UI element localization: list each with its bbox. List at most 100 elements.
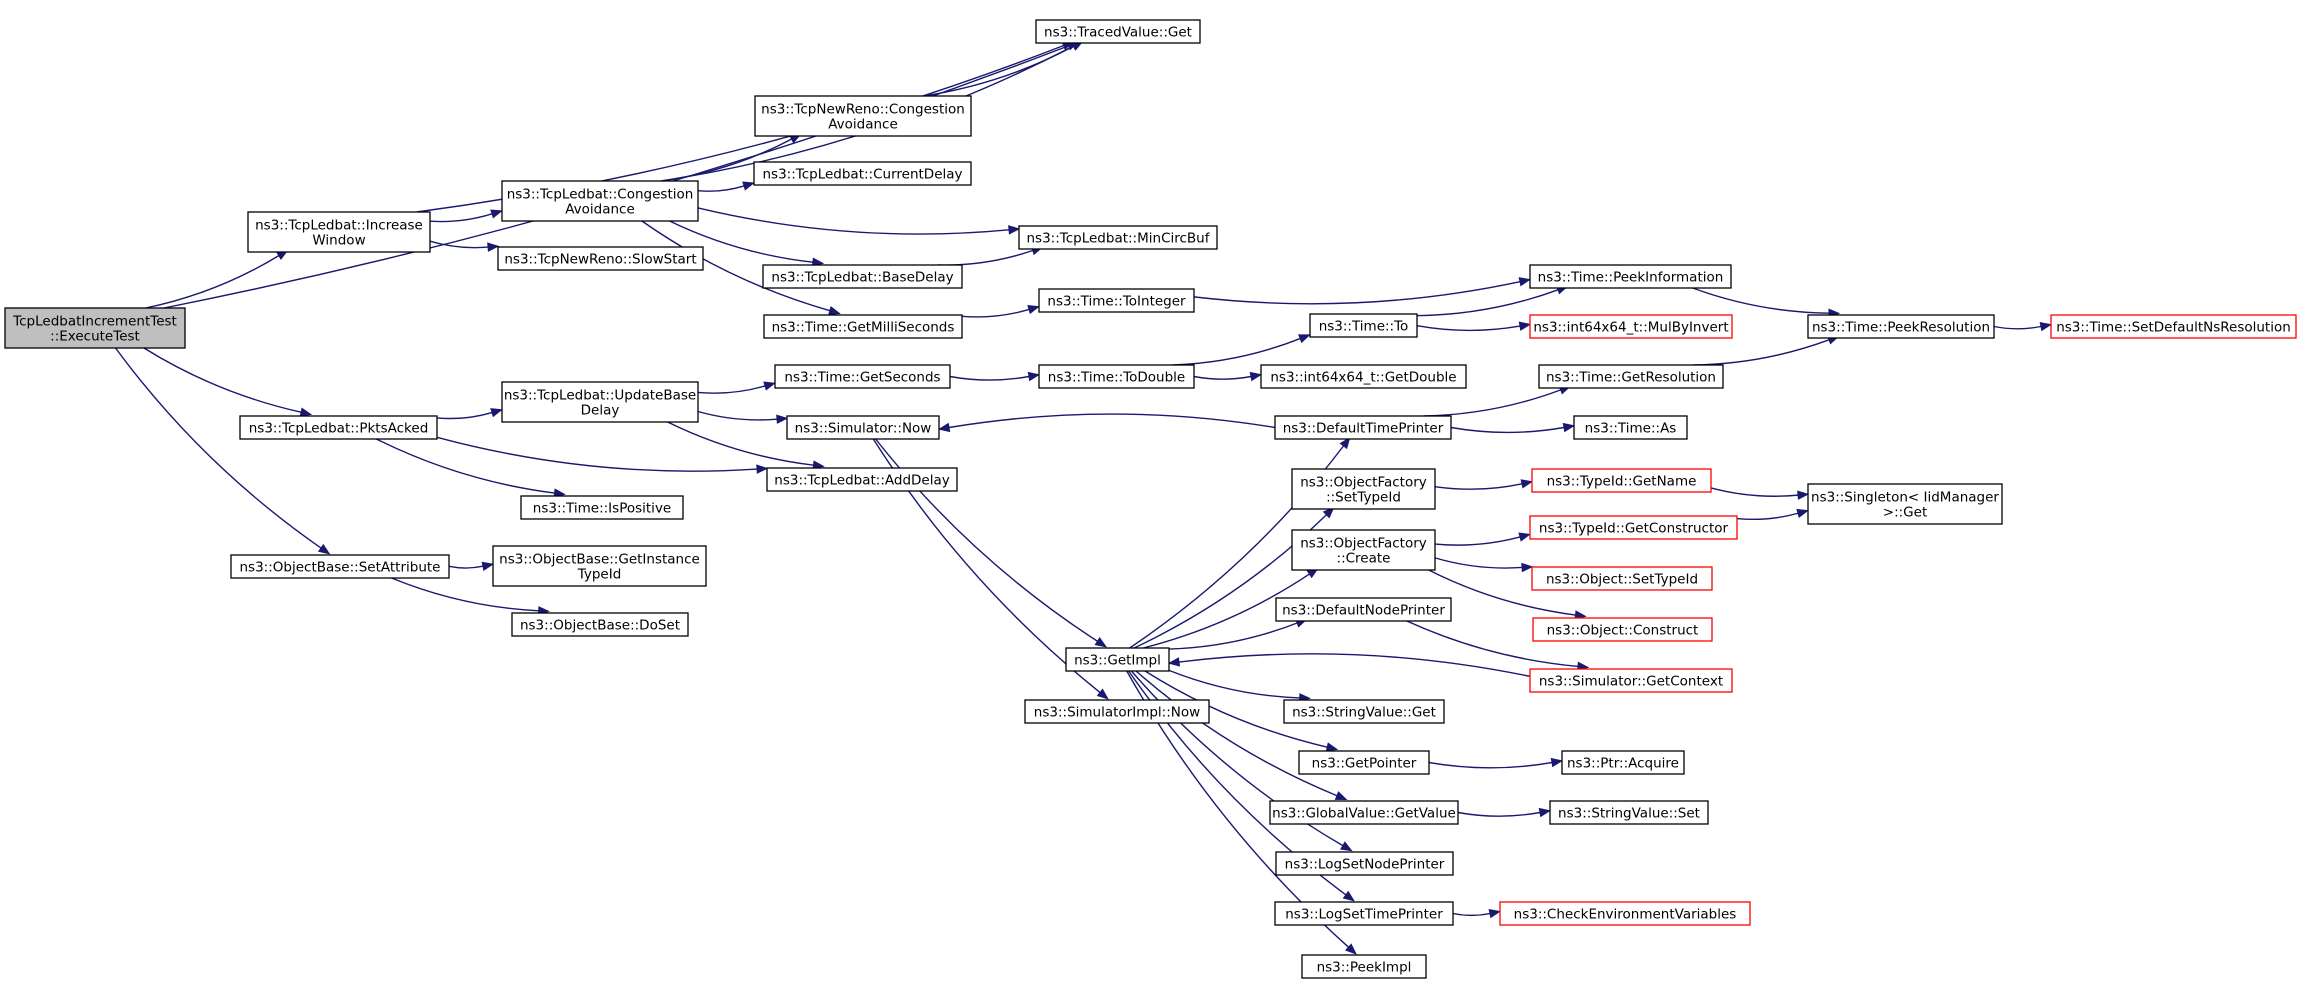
node-mulbyinv[interactable]: ns3::int64x64_t::MulByInvert bbox=[1529, 314, 1733, 339]
node-objsettype[interactable]: ns3::Object::SetTypeId bbox=[1531, 566, 1713, 591]
node-box-peekimpl[interactable] bbox=[1301, 954, 1427, 979]
node-box-mulbyinv[interactable] bbox=[1529, 314, 1733, 339]
node-adddelay[interactable]: ns3::TcpLedbat::AddDelay bbox=[766, 467, 958, 492]
node-box-pktsacked[interactable] bbox=[239, 415, 438, 440]
node-box-root[interactable] bbox=[4, 307, 186, 349]
node-doset[interactable]: ns3::ObjectBase::DoSet bbox=[511, 612, 689, 637]
node-ispos[interactable]: ns3::Time::IsPositive bbox=[520, 495, 684, 520]
node-box-doset[interactable] bbox=[511, 612, 689, 637]
node-gvgetvalue[interactable]: ns3::GlobalValue::GetValue bbox=[1269, 800, 1459, 825]
node-box-deftimepr[interactable] bbox=[1274, 415, 1452, 440]
node-setdefns[interactable]: ns3::Time::SetDefaultNsResolution bbox=[2050, 314, 2297, 339]
node-box-typegetctor[interactable] bbox=[1529, 515, 1738, 540]
node-box-toint[interactable] bbox=[1038, 288, 1195, 313]
node-ptracquire[interactable]: ns3::Ptr::Acquire bbox=[1561, 750, 1685, 775]
node-strget[interactable]: ns3::StringValue::Get bbox=[1283, 699, 1445, 724]
node-box-todouble[interactable] bbox=[1038, 364, 1195, 389]
node-box-mincirc[interactable] bbox=[1018, 225, 1218, 250]
node-box-gvgetvalue[interactable] bbox=[1269, 800, 1459, 825]
node-todouble[interactable]: ns3::Time::ToDouble bbox=[1038, 364, 1195, 389]
node-box-simnow[interactable] bbox=[786, 415, 940, 440]
node-checkenv[interactable]: ns3::CheckEnvironmentVariables bbox=[1499, 901, 1751, 926]
node-box-defnodepr[interactable] bbox=[1275, 597, 1452, 622]
node-peekimpl[interactable]: ns3::PeekImpl bbox=[1301, 954, 1427, 979]
node-box-ptracquire[interactable] bbox=[1561, 750, 1685, 775]
node-setattr[interactable]: ns3::ObjectBase::SetAttribute bbox=[230, 554, 450, 579]
node-curdelay[interactable]: ns3::TcpLedbat::CurrentDelay bbox=[753, 161, 972, 186]
node-box-getms[interactable] bbox=[763, 314, 963, 339]
node-box-tracedget[interactable] bbox=[1035, 19, 1201, 44]
node-box-curdelay[interactable] bbox=[753, 161, 972, 186]
node-simnow[interactable]: ns3::Simulator::Now bbox=[786, 415, 940, 440]
node-box-ofsettype[interactable] bbox=[1291, 468, 1436, 510]
node-box-incwin[interactable] bbox=[247, 211, 431, 253]
node-box-timeto[interactable] bbox=[1309, 313, 1418, 338]
node-box-peekinfo[interactable] bbox=[1529, 264, 1732, 289]
node-getms[interactable]: ns3::Time::GetMilliSeconds bbox=[763, 314, 963, 339]
node-getdouble[interactable]: ns3::int64x64_t::GetDouble bbox=[1260, 364, 1467, 389]
node-peekinfo[interactable]: ns3::Time::PeekInformation bbox=[1529, 264, 1732, 289]
node-box-timeas[interactable] bbox=[1573, 415, 1688, 440]
node-box-objsettype[interactable] bbox=[1531, 566, 1713, 591]
node-box-getpointer[interactable] bbox=[1298, 750, 1430, 775]
node-box-strget[interactable] bbox=[1283, 699, 1445, 724]
node-box-ofcreate[interactable] bbox=[1291, 529, 1436, 571]
node-box-newrenoca[interactable] bbox=[754, 95, 972, 137]
node-getres[interactable]: ns3::Time::GetResolution bbox=[1538, 364, 1724, 389]
node-timeas[interactable]: ns3::Time::As bbox=[1573, 415, 1688, 440]
node-box-peekres[interactable] bbox=[1807, 314, 1995, 339]
node-box-objconstruct[interactable] bbox=[1532, 617, 1713, 642]
node-box-logsettime[interactable] bbox=[1274, 901, 1454, 926]
node-box-getimpl[interactable] bbox=[1065, 647, 1170, 672]
node-box-ledbatca[interactable] bbox=[501, 180, 699, 222]
node-box-singleton[interactable] bbox=[1807, 483, 2003, 525]
node-root[interactable]: TcpLedbatIncrementTest::ExecuteTest bbox=[4, 307, 186, 349]
node-singleton[interactable]: ns3::Singleton< IidManager >::Get bbox=[1807, 483, 2003, 525]
node-ofcreate[interactable]: ns3::ObjectFactory::Create bbox=[1291, 529, 1436, 571]
node-getsec[interactable]: ns3::Time::GetSeconds bbox=[774, 364, 951, 389]
node-box-setdefns[interactable] bbox=[2050, 314, 2297, 339]
node-box-simimplnow[interactable] bbox=[1024, 699, 1210, 724]
node-box-getdouble[interactable] bbox=[1260, 364, 1467, 389]
node-pktsacked[interactable]: ns3::TcpLedbat::PktsAcked bbox=[239, 415, 438, 440]
node-box-logsetnode[interactable] bbox=[1275, 851, 1454, 876]
node-timeto[interactable]: ns3::Time::To bbox=[1309, 313, 1418, 338]
node-typegetctor[interactable]: ns3::TypeId::GetConstructor bbox=[1529, 515, 1738, 540]
node-box-getinst[interactable] bbox=[492, 545, 707, 587]
node-box-updbase[interactable] bbox=[501, 381, 699, 423]
node-basedelay[interactable]: ns3::TcpLedbat::BaseDelay bbox=[762, 264, 963, 289]
node-mincirc[interactable]: ns3::TcpLedbat::MinCircBuf bbox=[1018, 225, 1218, 250]
node-box-setattr[interactable] bbox=[230, 554, 450, 579]
node-box-checkenv[interactable] bbox=[1499, 901, 1751, 926]
node-getimpl[interactable]: ns3::GetImpl bbox=[1065, 647, 1170, 672]
node-box-adddelay[interactable] bbox=[766, 467, 958, 492]
node-box-basedelay[interactable] bbox=[762, 264, 963, 289]
node-defnodepr[interactable]: ns3::DefaultNodePrinter bbox=[1275, 597, 1452, 622]
node-simgetctx[interactable]: ns3::Simulator::GetContext bbox=[1529, 668, 1733, 693]
node-peekres[interactable]: ns3::Time::PeekResolution bbox=[1807, 314, 1995, 339]
node-typegetname[interactable]: ns3::TypeId::GetName bbox=[1531, 468, 1712, 493]
node-simimplnow[interactable]: ns3::SimulatorImpl::Now bbox=[1024, 699, 1210, 724]
node-ofsettype[interactable]: ns3::ObjectFactory::SetTypeId bbox=[1291, 468, 1436, 510]
node-strset[interactable]: ns3::StringValue::Set bbox=[1549, 800, 1709, 825]
node-tracedget[interactable]: ns3::TracedValue::Get bbox=[1035, 19, 1201, 44]
node-getpointer[interactable]: ns3::GetPointer bbox=[1298, 750, 1430, 775]
node-toint[interactable]: ns3::Time::ToInteger bbox=[1038, 288, 1195, 313]
node-logsetnode[interactable]: ns3::LogSetNodePrinter bbox=[1275, 851, 1454, 876]
node-box-typegetname[interactable] bbox=[1531, 468, 1712, 493]
node-newrenoss[interactable]: ns3::TcpNewReno::SlowStart bbox=[497, 246, 704, 271]
node-box-simgetctx[interactable] bbox=[1529, 668, 1733, 693]
node-box-strset[interactable] bbox=[1549, 800, 1709, 825]
node-box-ispos[interactable] bbox=[520, 495, 684, 520]
node-deftimepr[interactable]: ns3::DefaultTimePrinter bbox=[1274, 415, 1452, 440]
node-logsettime[interactable]: ns3::LogSetTimePrinter bbox=[1274, 901, 1454, 926]
node-box-newrenoss[interactable] bbox=[497, 246, 704, 271]
node-objconstruct[interactable]: ns3::Object::Construct bbox=[1532, 617, 1713, 642]
node-box-getsec[interactable] bbox=[774, 364, 951, 389]
node-box-getres[interactable] bbox=[1538, 364, 1724, 389]
